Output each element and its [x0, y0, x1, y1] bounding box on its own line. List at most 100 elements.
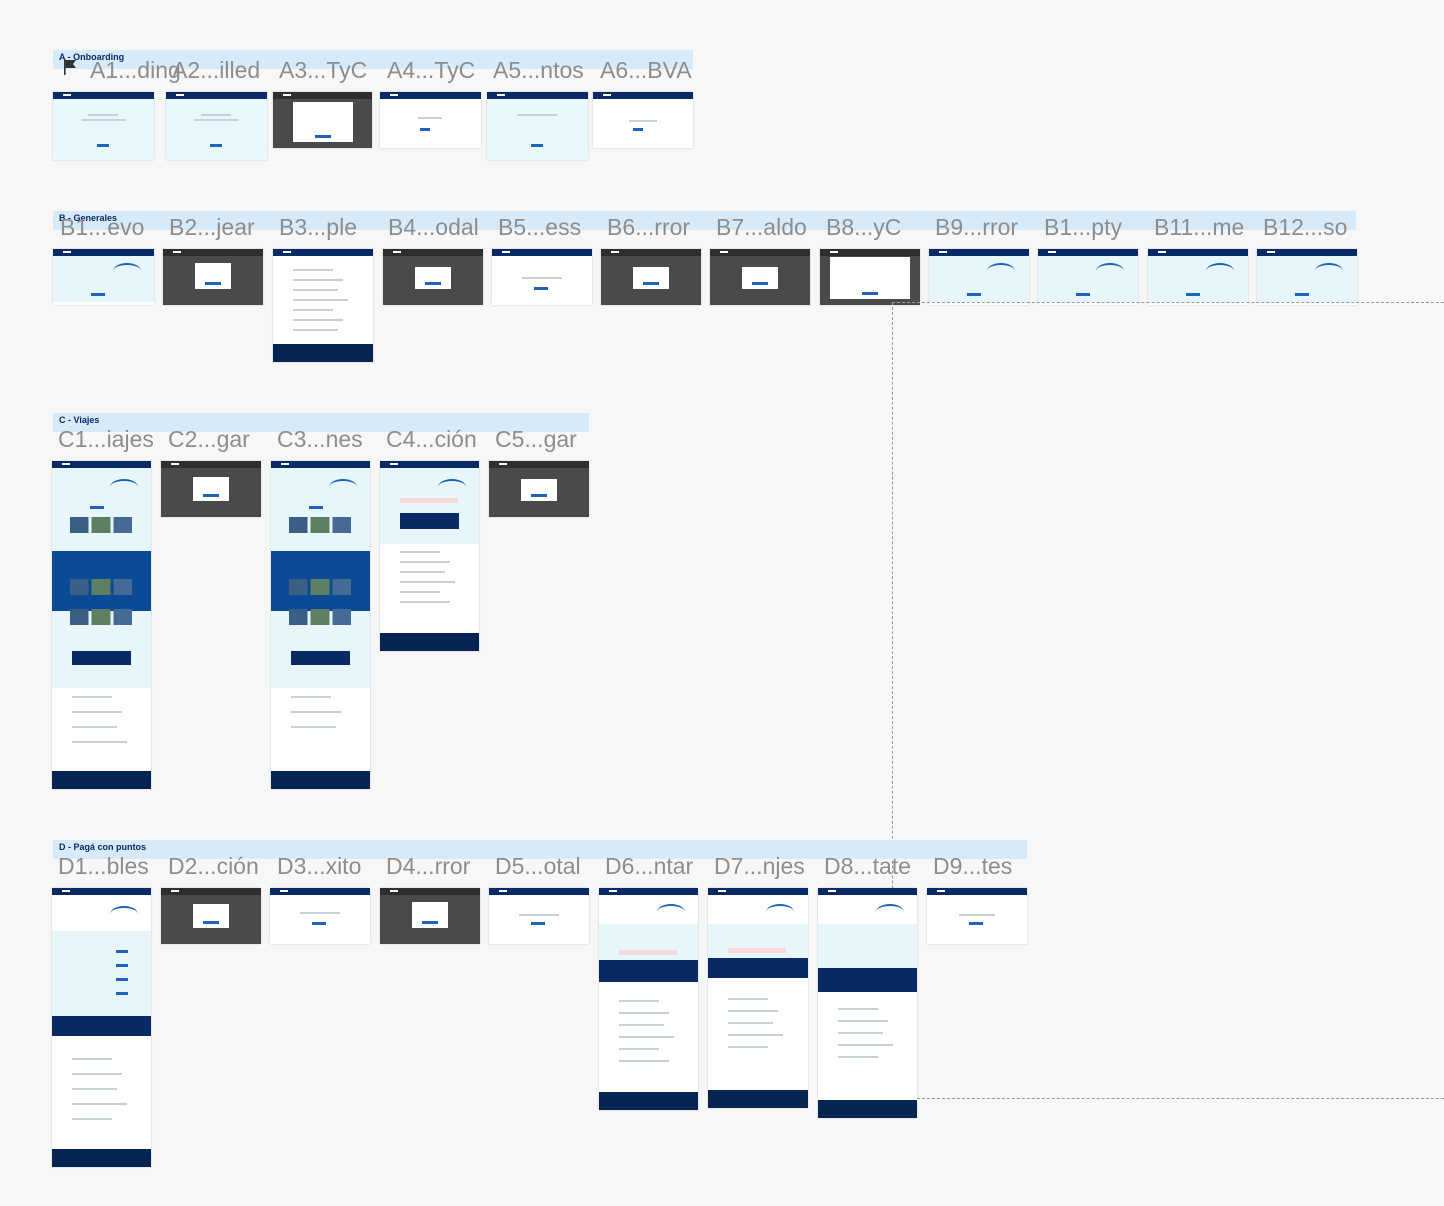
frame-d6[interactable] — [599, 888, 698, 1110]
frame-label-b3[interactable]: B3...ple — [279, 214, 357, 240]
frame-label-d2[interactable]: D2...ción — [168, 853, 259, 879]
frame-text — [72, 711, 122, 713]
frame-d2[interactable] — [161, 888, 261, 944]
frame-label-a6[interactable]: A6...BVA — [600, 57, 692, 83]
section-c-band: C - Viajes — [53, 413, 589, 432]
frame-label-d3[interactable]: D3...xito — [277, 853, 362, 879]
frame-nav — [593, 92, 693, 99]
frame-text — [728, 998, 768, 1000]
frame-text — [728, 1046, 768, 1048]
frame-b10[interactable] — [1038, 249, 1138, 305]
frame-d1[interactable] — [52, 888, 151, 1167]
frame-button — [534, 287, 548, 290]
frame-b11[interactable] — [1148, 249, 1248, 305]
frame-a4[interactable] — [380, 92, 481, 148]
frame-button — [97, 144, 109, 147]
frame-text — [293, 269, 333, 271]
frame-b12[interactable] — [1257, 249, 1357, 305]
frame-hero — [380, 468, 479, 544]
frame-a3[interactable] — [273, 92, 372, 148]
frame-label-c3[interactable]: C3...nes — [277, 426, 363, 452]
frame-button — [91, 293, 105, 296]
frame-a5[interactable] — [487, 92, 588, 160]
frame-label-d7[interactable]: D7...njes — [714, 853, 805, 879]
frame-text — [400, 591, 440, 593]
frame-b3[interactable] — [273, 249, 373, 362]
frame-label-d6[interactable]: D6...ntar — [605, 853, 694, 879]
frame-b2[interactable] — [163, 249, 263, 305]
frame-label-a4[interactable]: A4...TyC — [387, 57, 476, 83]
plane-icon — [657, 904, 685, 920]
frame-label-b5[interactable]: B5...ess — [498, 214, 582, 240]
frame-c1[interactable] — [52, 461, 151, 789]
frame-b5[interactable] — [492, 249, 592, 305]
frame-a2[interactable] — [166, 92, 267, 160]
frame-label-b10[interactable]: B1...pty — [1044, 214, 1122, 240]
frame-text — [400, 561, 450, 563]
frame-button — [531, 922, 545, 925]
frame-label-b1[interactable]: B1...evo — [60, 214, 145, 240]
frame-button — [633, 128, 643, 131]
frame-label-b8[interactable]: B8...yC — [826, 214, 902, 240]
frame-b7[interactable] — [710, 249, 810, 305]
frame-label-d5[interactable]: D5...otal — [495, 853, 581, 879]
frame-button — [90, 506, 104, 509]
frame-b4[interactable] — [383, 249, 483, 305]
frame-label-b9[interactable]: B9...rror — [935, 214, 1019, 240]
frame-modal — [521, 479, 557, 501]
plane-icon — [438, 479, 466, 495]
frame-text — [81, 119, 126, 121]
frame-text — [838, 1044, 893, 1046]
frame-label-d8[interactable]: D8...tate — [824, 853, 911, 879]
frame-text — [72, 726, 117, 728]
frame-label-b7[interactable]: B7...aldo — [716, 214, 807, 240]
frame-a1[interactable] — [53, 92, 154, 160]
frame-label-d1[interactable]: D1...bles — [58, 853, 149, 879]
frame-label-b11[interactable]: B11...me — [1154, 214, 1245, 240]
frame-button — [210, 144, 222, 147]
frame-text — [522, 277, 562, 279]
frame-label-a1[interactable]: A1...ding — [90, 57, 181, 83]
frame-c3[interactable] — [271, 461, 370, 789]
frame-label-b2[interactable]: B2...jear — [169, 214, 255, 240]
frame-text — [194, 119, 239, 121]
frame-c4[interactable] — [380, 461, 479, 651]
frame-label-b6[interactable]: B6...rror — [607, 214, 691, 240]
plane-icon — [110, 906, 138, 922]
frame-nav — [52, 888, 151, 895]
frame-c2[interactable] — [161, 461, 261, 517]
frame-label-a3[interactable]: A3...TyC — [279, 57, 368, 83]
error-banner — [619, 950, 677, 955]
plane-icon — [329, 479, 357, 495]
frame-label-b12[interactable]: B12...so — [1263, 214, 1348, 240]
frame-text — [72, 1058, 112, 1060]
frame-label-a2[interactable]: A2...illed — [172, 57, 261, 83]
frame-label-a5[interactable]: A5...ntos — [493, 57, 584, 83]
frame-text — [619, 1048, 659, 1050]
frame-label-c1[interactable]: C1...iajes — [58, 426, 154, 452]
frame-label-d9[interactable]: D9...tes — [933, 853, 1013, 879]
frame-nav — [271, 461, 370, 468]
frame-b8[interactable] — [820, 249, 920, 305]
frame-nav — [163, 249, 263, 256]
frame-b9[interactable] — [929, 249, 1029, 305]
frame-d4[interactable] — [380, 888, 480, 944]
frame-text — [293, 309, 333, 311]
frame-d5[interactable] — [489, 888, 589, 944]
frame-d9[interactable] — [927, 888, 1027, 944]
frame-label-d4[interactable]: D4...rror — [386, 853, 471, 879]
frame-label-c4[interactable]: C4...ción — [386, 426, 477, 452]
frame-label-c2[interactable]: C2...gar — [168, 426, 250, 452]
frame-a6[interactable] — [593, 92, 693, 148]
frame-c5[interactable] — [489, 461, 589, 517]
frame-label-b4[interactable]: B4...odal — [388, 214, 479, 240]
frame-label-c5[interactable]: C5...gar — [495, 426, 577, 452]
frame-b1[interactable] — [53, 249, 154, 305]
frame-d3[interactable] — [270, 888, 370, 944]
frame-blue-band — [818, 968, 917, 992]
frame-text — [300, 912, 340, 914]
frame-d7[interactable] — [708, 888, 808, 1108]
frame-text — [619, 1060, 669, 1062]
frame-d8[interactable] — [818, 888, 917, 1118]
frame-b6[interactable] — [601, 249, 701, 305]
